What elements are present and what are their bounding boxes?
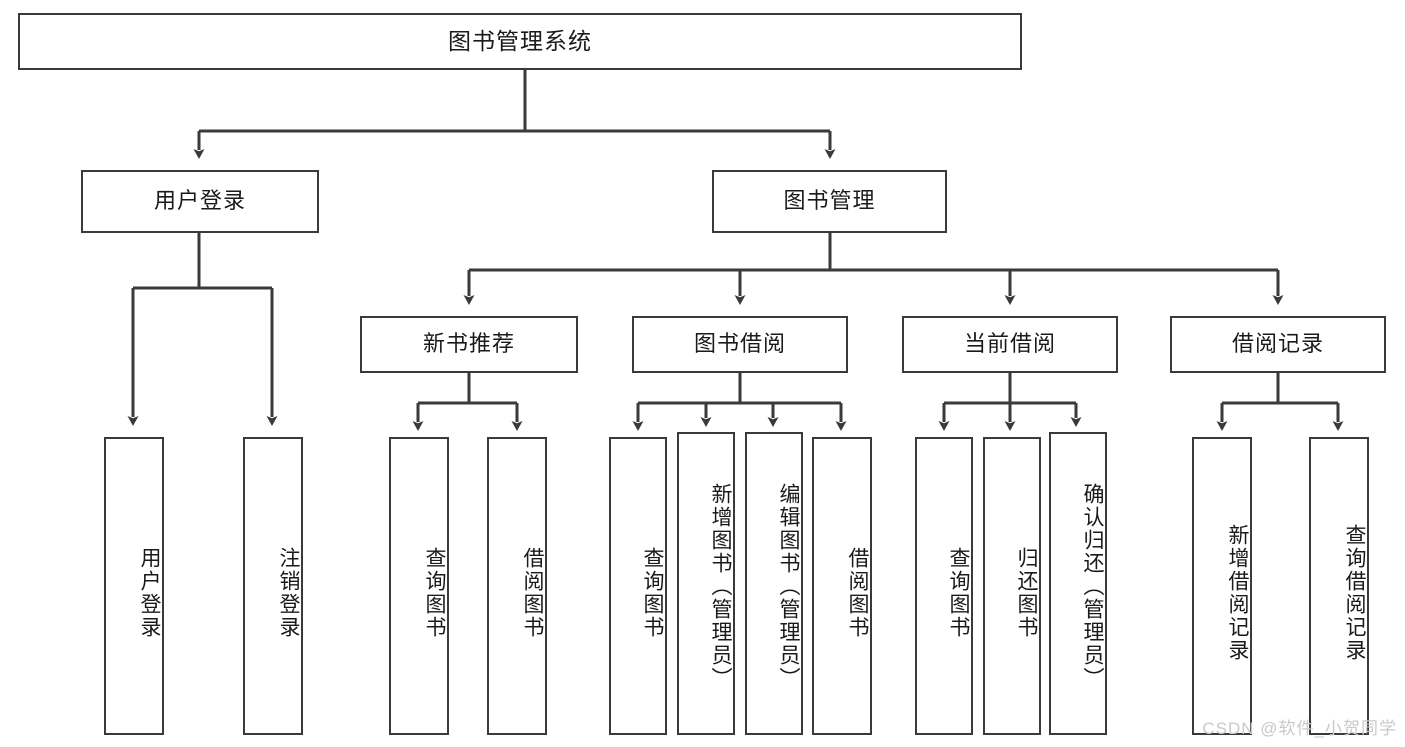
leaf-newbook-query-book-label: 查询图书 [423,547,446,639]
node-current-borrow-label: 当前借阅 [963,331,1056,357]
leaf-borrow-query-book[interactable]: 查询图书 [609,437,667,735]
leaf-record-query-record-label: 查询借阅记录 [1343,524,1366,662]
leaf-user-login-label: 用户登录 [138,547,161,639]
node-book-borrow[interactable]: 图书借阅 [632,316,848,373]
leaf-record-add-record[interactable]: 新增借阅记录 [1192,437,1252,735]
leaf-record-query-record[interactable]: 查询借阅记录 [1309,437,1369,735]
node-new-book-recommend[interactable]: 新书推荐 [360,316,578,373]
node-borrow-record-label: 借阅记录 [1231,331,1324,357]
node-user-login-label: 用户登录 [153,188,246,214]
leaf-current-query-book[interactable]: 查询图书 [915,437,973,735]
leaf-current-confirm-return[interactable]: 确认归还（管理员） [1049,432,1107,735]
leaf-record-add-record-label: 新增借阅记录 [1226,524,1249,662]
leaf-borrow-borrow-book-label: 借阅图书 [846,547,869,639]
leaf-current-return-book-label: 归还图书 [1015,547,1038,639]
leaf-newbook-borrow-book-label: 借阅图书 [521,547,544,639]
node-root-label: 图书管理系统 [448,27,592,54]
leaf-user-login[interactable]: 用户登录 [104,437,164,735]
leaf-current-return-book[interactable]: 归还图书 [983,437,1041,735]
leaf-current-confirm-return-label: 确认归还（管理员） [1081,483,1104,690]
leaf-newbook-borrow-book[interactable]: 借阅图书 [487,437,547,735]
leaf-user-logout[interactable]: 注销登录 [243,437,303,735]
watermark: CSDN @软件_小贺同学 [1202,719,1397,738]
node-user-login[interactable]: 用户登录 [81,170,319,233]
node-root[interactable]: 图书管理系统 [18,13,1022,70]
node-current-borrow[interactable]: 当前借阅 [902,316,1118,373]
node-book-borrow-label: 图书借阅 [693,331,786,357]
node-book-manage[interactable]: 图书管理 [712,170,947,233]
leaf-newbook-query-book[interactable]: 查询图书 [389,437,449,735]
leaf-borrow-add-book-label: 新增图书（管理员） [709,483,732,690]
node-new-book-recommend-label: 新书推荐 [422,331,515,357]
leaf-user-logout-label: 注销登录 [277,547,300,639]
node-book-manage-label: 图书管理 [783,188,876,214]
node-borrow-record[interactable]: 借阅记录 [1170,316,1386,373]
leaf-borrow-edit-book[interactable]: 编辑图书（管理员） [745,432,803,735]
leaf-borrow-edit-book-label: 编辑图书（管理员） [777,483,800,690]
leaf-borrow-add-book[interactable]: 新增图书（管理员） [677,432,735,735]
leaf-borrow-query-book-label: 查询图书 [641,547,664,639]
leaf-current-query-book-label: 查询图书 [947,547,970,639]
leaf-borrow-borrow-book[interactable]: 借阅图书 [812,437,872,735]
